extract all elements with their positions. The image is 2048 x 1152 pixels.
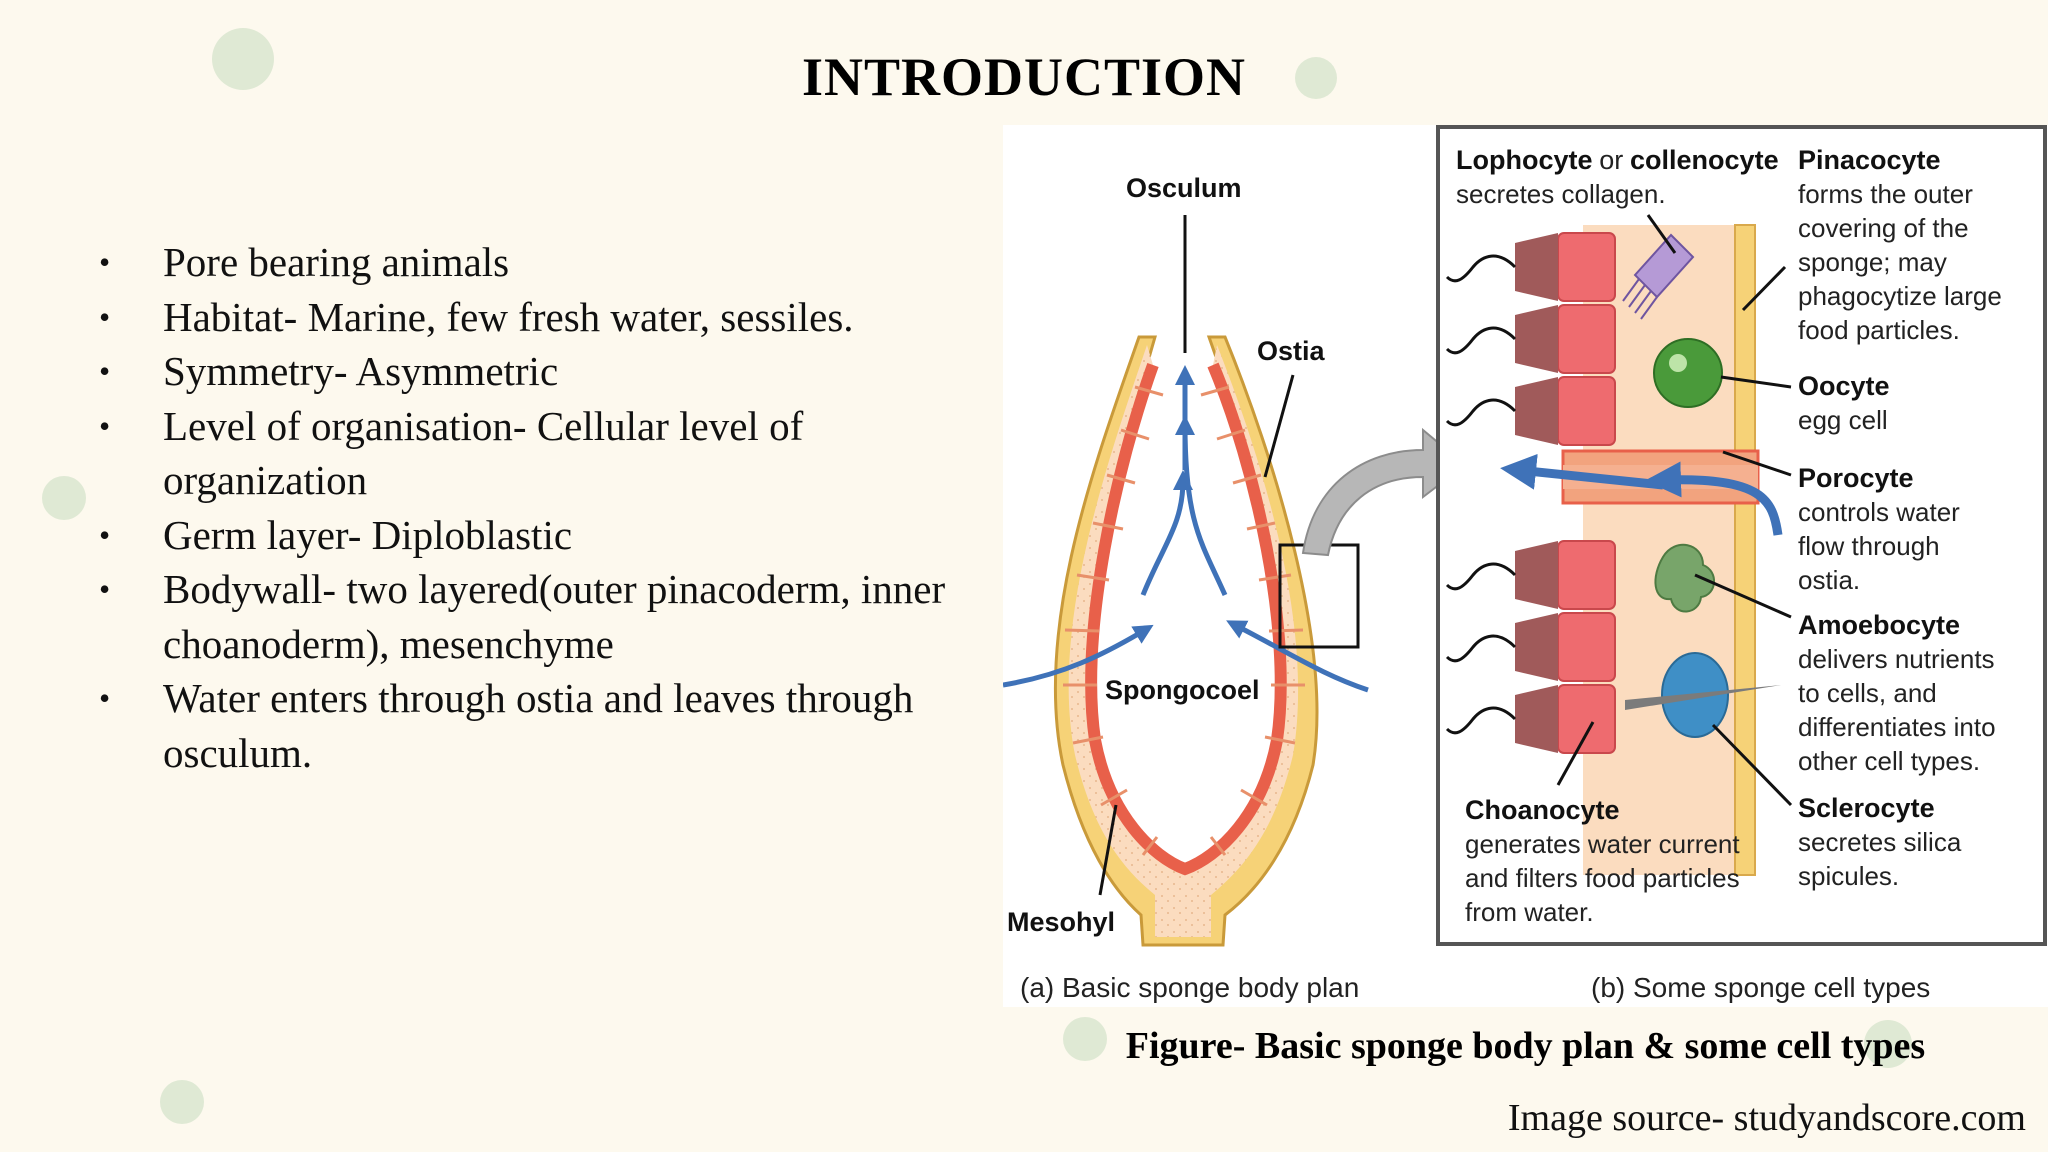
cell-types-diagram [1445, 214, 1793, 876]
label-spongocoel: Spongocoel [1105, 675, 1260, 705]
bullet-item: Germ layer- Diploblastic [95, 508, 975, 563]
desc-amoebocyte: delivers nutrients to cells, and differe… [1798, 644, 2003, 776]
desc-choanocyte: generates water current and filters food… [1465, 829, 1747, 927]
decor-dot [212, 28, 274, 90]
label-amoebocyte: Amoebocyte [1798, 610, 1960, 640]
decor-dot [160, 1080, 204, 1124]
decor-dot [42, 476, 86, 520]
label-choanocyte: Choanocyte [1465, 795, 1620, 825]
bullet-item: Bodywall- two layered(outer pinacoderm, … [95, 562, 975, 671]
bullet-item: Habitat- Marine, few fresh water, sessil… [95, 290, 975, 345]
desc-pinacocyte: forms the outer covering of the sponge; … [1798, 179, 2009, 345]
bullet-item: Pore bearing animals [95, 235, 975, 290]
label-lophocyte: Lophocyte or collenocyte [1456, 145, 1779, 175]
bullet-item: Level of organisation- Cellular level of… [95, 399, 975, 508]
label-sclerocyte: Sclerocyte [1798, 793, 1935, 823]
decor-dot [1295, 57, 1337, 99]
panel-b-caption: (b) Some sponge cell types [1591, 972, 1930, 1003]
desc-lophocyte: secretes collagen. [1456, 179, 1666, 209]
desc-oocyte: egg cell [1798, 405, 1888, 435]
decor-dot [1063, 1017, 1107, 1061]
slide-title: INTRODUCTION [801, 47, 1247, 107]
sponge-figure: Osculum Ostia Spongocoel Mesohyl (a) Bas… [1003, 125, 2048, 1007]
label-mesohyl: Mesohyl [1007, 907, 1115, 937]
panel-a-caption: (a) Basic sponge body plan [1020, 972, 1359, 1003]
figure-caption: Figure- Basic sponge body plan & some ce… [1125, 1025, 1926, 1067]
label-pinacocyte: Pinacocyte [1798, 145, 1941, 175]
image-source: Image source- studyandscore.com [1507, 1097, 2026, 1139]
label-oocyte: Oocyte [1798, 371, 1890, 401]
desc-porocyte: controls water flow through ostia. [1798, 497, 1967, 595]
label-osculum: Osculum [1126, 173, 1242, 203]
label-porocyte: Porocyte [1798, 463, 1914, 493]
sponge-body-plan [1003, 215, 1467, 947]
bullet-list: Pore bearing animals Habitat- Marine, fe… [95, 235, 975, 780]
desc-sclerocyte: secretes silica spicules. [1798, 827, 1969, 891]
bullet-item: Symmetry- Asymmetric [95, 344, 975, 399]
bullet-item: Water enters through ostia and leaves th… [95, 671, 975, 780]
decor-dot [1864, 1020, 1912, 1068]
label-ostia: Ostia [1257, 336, 1326, 366]
